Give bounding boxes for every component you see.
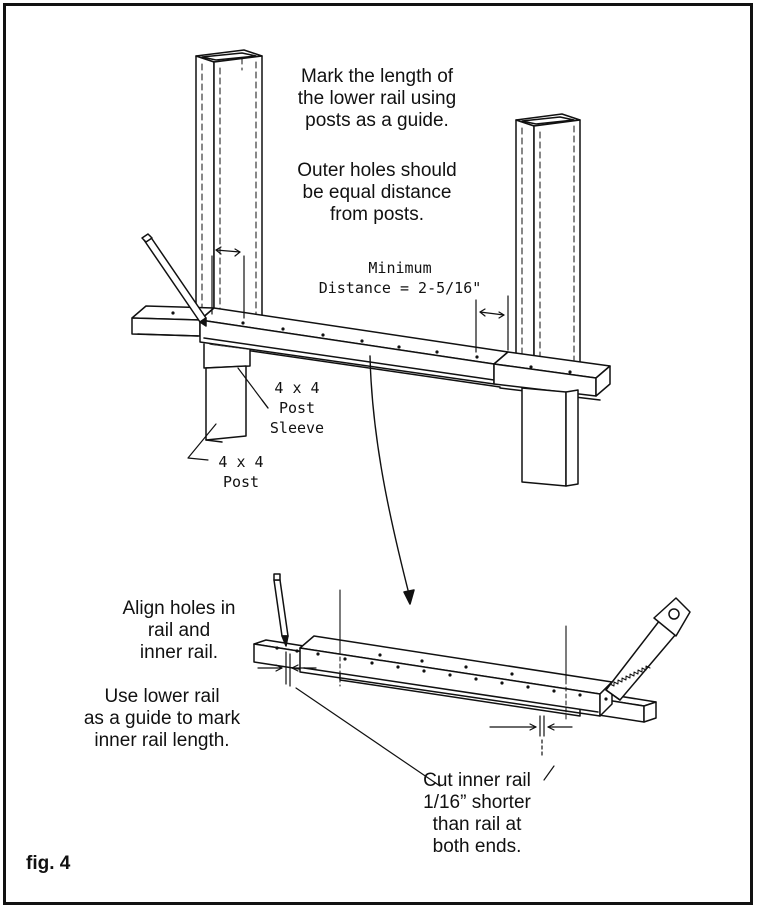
left-post-sleeve [195,49,263,323]
right-post-lower [521,387,579,487]
instruction-use-lower-rail: Use lower rail as a guide to mark inner … [83,686,241,751]
figure-caption: fig. 4 [26,853,71,874]
saw-icon [605,597,691,701]
instruction-outer-holes: Outer holes should be equal distance fro… [297,160,457,225]
label-post-sleeve: 4 x 4 Post Sleeve [269,379,325,437]
label-post: 4 x 4 Post [218,453,264,491]
transfer-arrow [369,355,415,605]
dimension-inner-rail [257,651,573,757]
label-leaders [187,367,269,461]
instruction-align-holes: Align holes in rail and inner rail. [122,598,236,663]
pencil-icon-lower [273,573,289,647]
instruction-mark-length: Mark the length of the lower rail using … [297,66,457,131]
rail-lower-detail [253,589,657,723]
left-post-lower [203,343,251,443]
dimension-post-gap [211,246,509,353]
right-post-sleeve [515,113,581,367]
instruction-cut-inner-rail: Cut inner rail 1/16” shorter than rail a… [423,770,531,857]
figure-frame [3,3,753,905]
lower-leaders [295,687,555,787]
label-minimum-distance: Minimum Distance = 2-5/16" [318,259,482,297]
lower-rail [131,305,611,401]
pencil-icon [141,233,207,327]
